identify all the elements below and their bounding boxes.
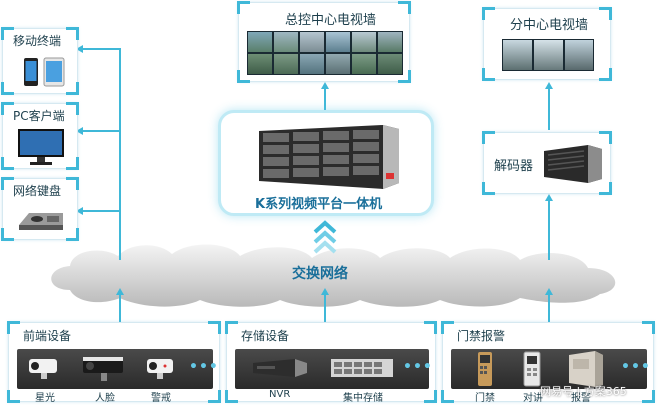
frontend-device-label: 人脸 bbox=[95, 393, 115, 404]
intercom-icon bbox=[523, 351, 541, 387]
more-storage-dots: ••• bbox=[403, 359, 433, 375]
phone-icon bbox=[24, 58, 38, 86]
network-keyboard-panel: 网络键盘 bbox=[1, 177, 79, 241]
network-keyboard-title: 网络键盘 bbox=[13, 184, 62, 198]
up-arrows-icon bbox=[313, 220, 337, 254]
camera-icon bbox=[83, 357, 123, 381]
nvr-icon bbox=[253, 359, 307, 377]
frontend-line bbox=[119, 292, 121, 322]
platform-title: K系列视频平台一体机 bbox=[255, 197, 383, 212]
left-trunk-line bbox=[119, 48, 121, 260]
watermark: 网易号 | 方案365 bbox=[540, 385, 627, 398]
arrow-mobile bbox=[76, 45, 83, 53]
door-access-icon bbox=[478, 352, 492, 386]
frontend-devices-panel: 前端设备 ••• 星光 人脸 警戒 bbox=[7, 321, 221, 404]
sub-wall-screens bbox=[502, 39, 594, 71]
alarm-host-icon bbox=[569, 351, 603, 387]
link-pc bbox=[82, 130, 120, 132]
decoder-icon bbox=[544, 145, 602, 183]
network-keyboard-icon bbox=[19, 213, 63, 230]
storage-device-label: NVR bbox=[269, 389, 291, 400]
arrow-wall bbox=[321, 82, 329, 89]
sub-center-wall-title: 分中心电视墙 bbox=[510, 18, 589, 33]
access-alarm-title: 门禁报警 bbox=[457, 329, 506, 343]
center-wall-line bbox=[324, 86, 326, 112]
storage-server-icon bbox=[331, 359, 393, 377]
decoder-title: 解码器 bbox=[494, 159, 534, 174]
network-label: 交换网络 bbox=[292, 266, 348, 282]
access-device-label: 报警 bbox=[571, 393, 591, 404]
access-device-label: 对讲 bbox=[523, 393, 543, 404]
access-line bbox=[548, 292, 550, 322]
right-network-to-decoder-line bbox=[548, 198, 550, 260]
storage-devices-panel: 存储设备 ••• NVR 集中存储 bbox=[225, 321, 437, 404]
arrow-decoder bbox=[545, 194, 553, 201]
mobile-terminal-panel: 移动终端 bbox=[1, 27, 79, 95]
pc-client-panel: PC客户端 bbox=[1, 102, 79, 170]
storage-line bbox=[324, 292, 326, 322]
arrow-frontend bbox=[116, 288, 124, 295]
video-wall-panel: 总控中心电视墙 bbox=[237, 1, 411, 83]
more-frontend-dots: ••• bbox=[189, 359, 219, 375]
access-alarm-panel: 门禁报警 ••• 门禁 对讲 报警 bbox=[441, 321, 655, 404]
more-access-dots: ••• bbox=[621, 359, 651, 375]
link-mobile bbox=[82, 48, 120, 50]
mobile-terminal-title: 移动终端 bbox=[13, 34, 62, 48]
sub-center-wall-panel: 分中心电视墙 bbox=[482, 7, 612, 81]
storage-devices-title: 存储设备 bbox=[241, 329, 290, 343]
server-rack-icon bbox=[259, 125, 399, 189]
arrow-keyboard bbox=[76, 207, 83, 215]
arrow-storage bbox=[321, 288, 329, 295]
camera-icon bbox=[29, 359, 57, 379]
cloud-icon bbox=[51, 244, 616, 307]
camera-icon bbox=[147, 359, 173, 379]
pc-client-title: PC客户端 bbox=[13, 109, 65, 123]
storage-device-label: 集中存储 bbox=[343, 393, 383, 404]
arrow-pc bbox=[76, 127, 83, 135]
video-wall-title: 总控中心电视墙 bbox=[285, 13, 377, 28]
frontend-device-label: 警戒 bbox=[151, 393, 171, 404]
frontend-device-label: 星光 bbox=[35, 393, 55, 404]
frontend-devices-title: 前端设备 bbox=[23, 329, 72, 343]
decoder-panel: 解码器 bbox=[482, 131, 612, 195]
arrow-access bbox=[545, 288, 553, 295]
platform-panel: K系列视频平台一体机 bbox=[218, 110, 434, 216]
link-keyboard bbox=[82, 210, 120, 212]
video-wall-screens bbox=[247, 31, 403, 75]
right-decoder-to-wall-line bbox=[548, 86, 550, 130]
arrow-sub-wall bbox=[545, 82, 553, 89]
monitor-icon bbox=[18, 129, 64, 165]
access-device-label: 门禁 bbox=[475, 393, 495, 404]
tablet-icon bbox=[43, 57, 65, 87]
